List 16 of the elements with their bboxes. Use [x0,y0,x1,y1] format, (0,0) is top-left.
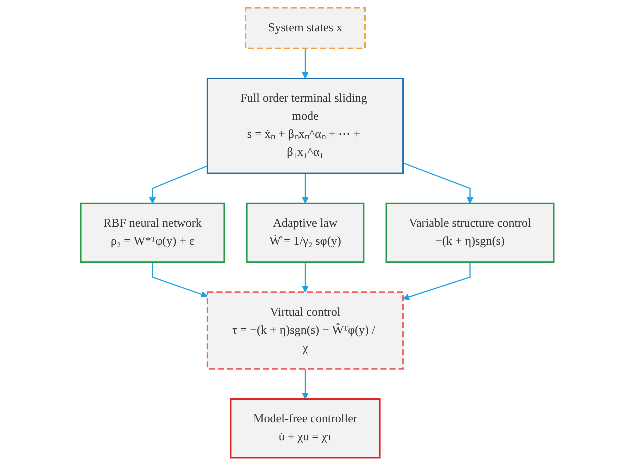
node-box [80,202,226,264]
node-box [230,398,381,459]
arrow [403,262,471,300]
node-box [386,202,555,264]
arrow [302,48,309,80]
node-box [206,78,404,174]
flowchart: System states x Full order terminal sliding mode s = ẋₙ + βₙxₙ^αₙ + ⋯ + β₁x₁^α₁ RBF neural network ρ₂ = W*ᵀφ(y) + ε Adaptive law Ẇ̂ = 1/γ₂ sφ(y) Variable structure control −(k + η)sgn(s) Virtual control τ = −(k + η)sgn(s) − Ŵᵀφ(y) / χ Model-free controller u̇ + χu = χτ [74,2,560,464]
arrow [302,262,309,293]
arrow [152,262,208,298]
arrow [302,174,309,204]
node-box [246,202,365,264]
arrow [149,166,208,204]
arrow [302,369,309,400]
arrow [403,162,474,204]
node-box [245,7,366,50]
node-box [206,292,404,370]
